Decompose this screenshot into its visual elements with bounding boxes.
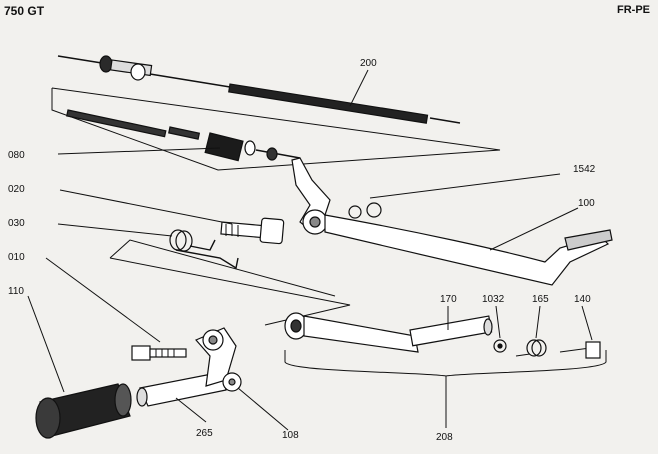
leader-lines (27, 69, 593, 431)
bolt-140 (559, 341, 601, 359)
callout-140: 140 (574, 294, 591, 305)
model-title: 750 GT (4, 4, 45, 18)
callout-020: 020 (8, 184, 25, 195)
bolt-010 (131, 345, 187, 361)
callout-108: 108 (282, 430, 299, 441)
callout-265: 265 (196, 428, 213, 439)
rubber-grip-110 (35, 383, 132, 439)
cable-group-frame (51, 87, 501, 171)
spring-030 (169, 229, 239, 270)
kick-lever-170 (284, 312, 493, 353)
cable-lower (66, 109, 301, 162)
callout-010: 010 (8, 252, 25, 263)
callout-200: 200 (360, 58, 377, 69)
bracket-208 (284, 350, 607, 428)
callout-080: 080 (8, 150, 25, 161)
callout-1542: 1542 (573, 164, 596, 175)
callout-1032: 1032 (482, 294, 505, 305)
callout-165: 165 (532, 294, 549, 305)
cable-200 (57, 55, 461, 124)
section-code: FR-PE (617, 4, 650, 16)
callout-030: 030 (8, 218, 25, 229)
callout-170: 170 (440, 294, 457, 305)
clips-1542 (348, 202, 382, 219)
spring-165 (515, 339, 547, 357)
callout-110: 110 (8, 286, 24, 297)
pedal-lever-100 (291, 157, 613, 286)
washer-1032 (493, 339, 507, 353)
kick-lever-108 (136, 327, 242, 407)
callout-100: 100 (578, 198, 595, 209)
pivot-bolt-020 (220, 217, 285, 245)
callout-208: 208 (436, 432, 453, 443)
pedal-group-frame (109, 239, 351, 326)
